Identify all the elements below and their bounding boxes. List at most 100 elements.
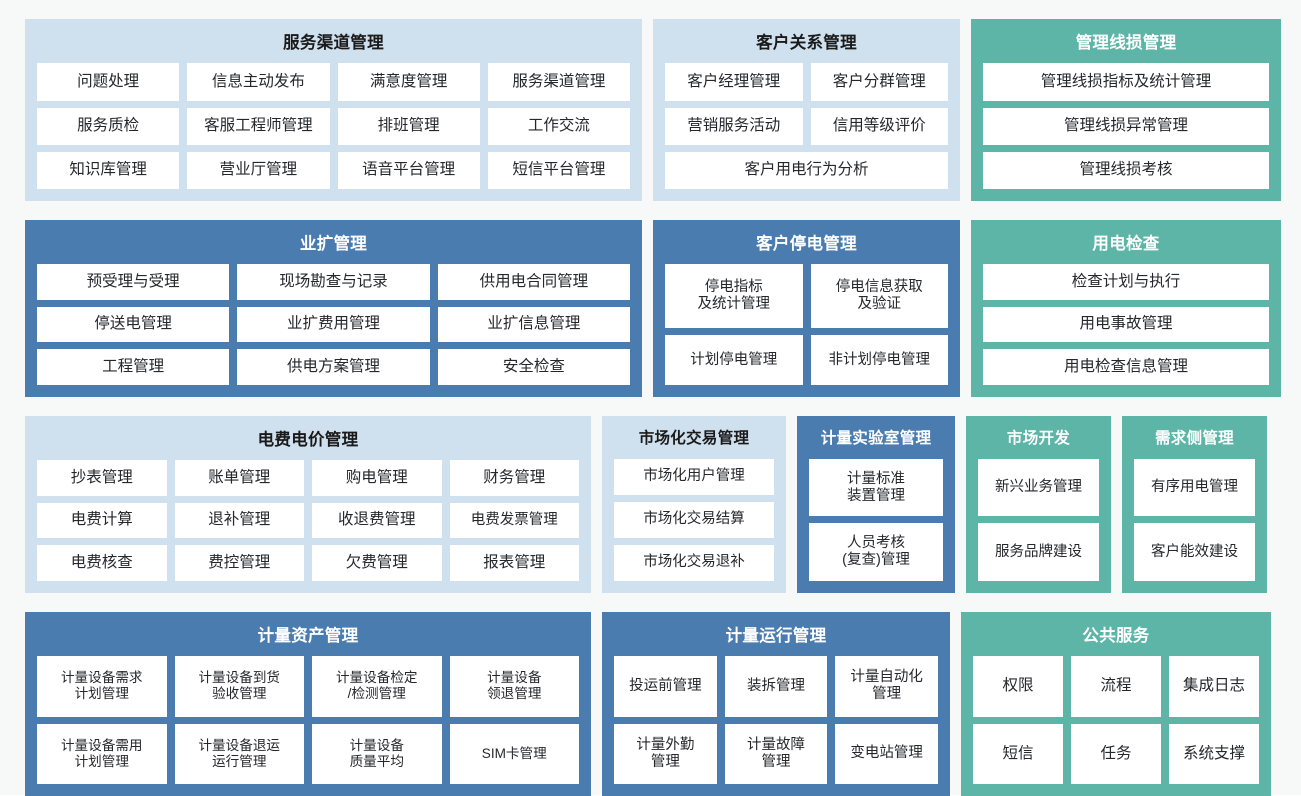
module-tile[interactable]: SIM卡管理 [449,723,579,785]
module-tile[interactable]: 计量设备 质量平均 [312,723,442,785]
module-tile[interactable]: 退补管理 [174,502,304,539]
module-tile[interactable]: 语音平台管理 [337,151,480,190]
module-tile[interactable]: 计量设备需求 计划管理 [37,656,167,717]
module-tile[interactable]: 非计划停电管理 [810,335,948,386]
module-tile[interactable]: 停送电管理 [37,306,230,343]
module-tile[interactable]: 收退费管理 [312,502,442,539]
panel-demand-side-management[interactable]: 需求侧管理 有序用电管理 客户能效建设 [1122,416,1267,593]
module-tile[interactable]: 管理线损指标及统计管理 [983,63,1269,101]
module-tile[interactable]: 营业厅管理 [187,151,330,190]
module-tile[interactable]: 信息主动发布 [187,63,330,101]
module-tile[interactable]: 投运前管理 [614,656,717,717]
module-tile[interactable]: 市场化用户管理 [614,458,774,495]
module-tile[interactable]: 有序用电管理 [1134,458,1255,517]
module-tile[interactable]: 流程 [1071,656,1161,717]
module-tile[interactable]: 用电检查信息管理 [983,349,1269,385]
tile-row: 管理线损考核 [983,151,1269,190]
module-tile[interactable]: 电费计算 [37,502,167,539]
module-tile[interactable]: 排班管理 [337,107,480,145]
tile-row: 电费核查 费控管理 欠费管理 报表管理 [37,545,579,581]
row-spacer-3 [0,593,1301,612]
module-tile[interactable]: 安全检查 [437,349,630,385]
module-tile[interactable]: 检查计划与执行 [983,264,1269,300]
module-tile[interactable]: 短信平台管理 [487,151,630,190]
panel-customer-relationship-management[interactable]: 客户关系管理 客户经理管理 客户分群管理 营销服务活动 信用等级评价 客户用电行… [653,19,960,201]
module-tile[interactable]: 管理线损考核 [983,151,1269,190]
module-tile[interactable]: 服务品牌建设 [978,523,1099,582]
panel-market-transaction-management[interactable]: 市场化交易管理 市场化用户管理 市场化交易结算 市场化交易退补 [602,416,786,593]
module-tile[interactable]: 计量设备检定 /检测管理 [312,656,442,717]
panel-management-line-loss-management[interactable]: 管理线损管理 管理线损指标及统计管理 管理线损异常管理 管理线损考核 [971,19,1281,201]
module-tile[interactable]: 供电方案管理 [237,349,430,385]
module-tile[interactable]: 计量标准 装置管理 [809,458,943,517]
module-tile[interactable]: 管理线损异常管理 [983,107,1269,145]
module-tile[interactable]: 计量设备需用 计划管理 [37,723,167,785]
module-tile[interactable]: 欠费管理 [312,545,442,581]
module-tile[interactable]: 停电指标 及统计管理 [665,264,803,329]
module-tile[interactable]: 计量设备退运 运行管理 [174,723,304,785]
diagram-row-1: 服务渠道管理 问题处理 信息主动发布 满意度管理 服务渠道管理 服务质检 客服工… [0,19,1301,201]
module-tile[interactable]: 电费核查 [37,545,167,581]
module-tile[interactable]: 系统支撑 [1169,723,1259,785]
panel-metering-asset-management[interactable]: 计量资产管理 计量设备需求 计划管理 计量设备到货 验收管理 计量设备检定 /检… [25,612,591,796]
module-tile[interactable]: 抄表管理 [37,460,167,496]
panel-business-expansion-management[interactable]: 业扩管理 预受理与受理 现场勘查与记录 供用电合同管理 停送电管理 业扩费用管理… [25,220,642,397]
panel-market-development[interactable]: 市场开发 新兴业务管理 服务品牌建设 [966,416,1111,593]
module-tile[interactable]: 供用电合同管理 [437,264,630,300]
diagram-row-4: 计量资产管理 计量设备需求 计划管理 计量设备到货 验收管理 计量设备检定 /检… [0,612,1301,796]
module-tile[interactable]: 客户分群管理 [810,63,948,101]
module-tile[interactable]: 电费发票管理 [449,502,579,539]
module-tile[interactable]: 装拆管理 [724,656,828,717]
panel-metering-operation-management[interactable]: 计量运行管理 投运前管理 装拆管理 计量自动化 管理 计量外勤 管理 计量故障 … [602,612,950,796]
panel-public-service[interactable]: 公共服务 权限 流程 集成日志 短信 任务 系统支撑 [961,612,1271,796]
module-tile[interactable]: 权限 [973,656,1063,717]
module-tile[interactable]: 问题处理 [37,63,180,101]
panel-power-consumption-inspection[interactable]: 用电检查 检查计划与执行 用电事故管理 用电检查信息管理 [971,220,1281,397]
module-tile[interactable]: 计量自动化 管理 [835,656,939,717]
module-tile[interactable]: 账单管理 [174,460,304,496]
module-tile[interactable]: 满意度管理 [337,63,480,101]
module-tile[interactable]: 业扩信息管理 [437,306,630,343]
module-tile[interactable]: 人员考核 (复查)管理 [809,523,943,582]
module-tile[interactable]: 集成日志 [1169,656,1259,717]
module-tile[interactable]: 市场化交易结算 [614,501,774,538]
module-tile[interactable]: 计量外勤 管理 [614,723,717,785]
module-tile[interactable]: 购电管理 [312,460,442,496]
module-tile[interactable]: 计划停电管理 [665,335,803,386]
module-tile[interactable]: 工程管理 [37,349,230,385]
panel-service-channel-management[interactable]: 服务渠道管理 问题处理 信息主动发布 满意度管理 服务渠道管理 服务质检 客服工… [25,19,642,201]
module-tile[interactable]: 预受理与受理 [37,264,230,300]
tile-row: 抄表管理 账单管理 购电管理 财务管理 [37,460,579,496]
module-tile[interactable]: 客户经理管理 [665,63,803,101]
panel-metering-laboratory-management[interactable]: 计量实验室管理 计量标准 装置管理 人员考核 (复查)管理 [797,416,955,593]
top-spacer [0,0,1301,19]
module-tile[interactable]: 服务质检 [37,107,180,145]
panel-customer-outage-management[interactable]: 客户停电管理 停电指标 及统计管理 停电信息获取 及验证 计划停电管理 非计划停… [653,220,960,397]
module-tile[interactable]: 客户能效建设 [1134,523,1255,582]
module-tile[interactable]: 财务管理 [449,460,579,496]
module-tile[interactable]: 业扩费用管理 [237,306,430,343]
module-tile[interactable]: 计量设备 领退管理 [449,656,579,717]
module-tile[interactable]: 停电信息获取 及验证 [810,264,948,329]
module-tile[interactable]: 计量设备到货 验收管理 [174,656,304,717]
module-tile[interactable]: 工作交流 [487,107,630,145]
module-tile[interactable]: 信用等级评价 [810,107,948,145]
panel-title: 服务渠道管理 [283,34,384,52]
module-tile[interactable]: 客服工程师管理 [187,107,330,145]
module-tile[interactable]: 费控管理 [174,545,304,581]
module-tile[interactable]: 计量故障 管理 [724,723,828,785]
tile-grid: 计量设备需求 计划管理 计量设备到货 验收管理 计量设备检定 /检测管理 计量设… [37,656,579,785]
module-tile[interactable]: 服务渠道管理 [487,63,630,101]
module-tile[interactable]: 用电事故管理 [983,306,1269,343]
module-tile[interactable]: 市场化交易退补 [614,544,774,582]
module-tile[interactable]: 知识库管理 [37,151,180,190]
module-tile[interactable]: 变电站管理 [835,723,939,785]
module-tile[interactable]: 现场勘查与记录 [237,264,430,300]
module-tile[interactable]: 新兴业务管理 [978,458,1099,517]
module-tile[interactable]: 营销服务活动 [665,107,803,145]
module-tile[interactable]: 报表管理 [449,545,579,581]
module-tile[interactable]: 客户用电行为分析 [665,151,948,190]
panel-electricity-fee-price-management[interactable]: 电费电价管理 抄表管理 账单管理 购电管理 财务管理 电费计算 退补管理 收退费… [25,416,591,593]
module-tile[interactable]: 短信 [973,723,1063,785]
module-tile[interactable]: 任务 [1071,723,1161,785]
